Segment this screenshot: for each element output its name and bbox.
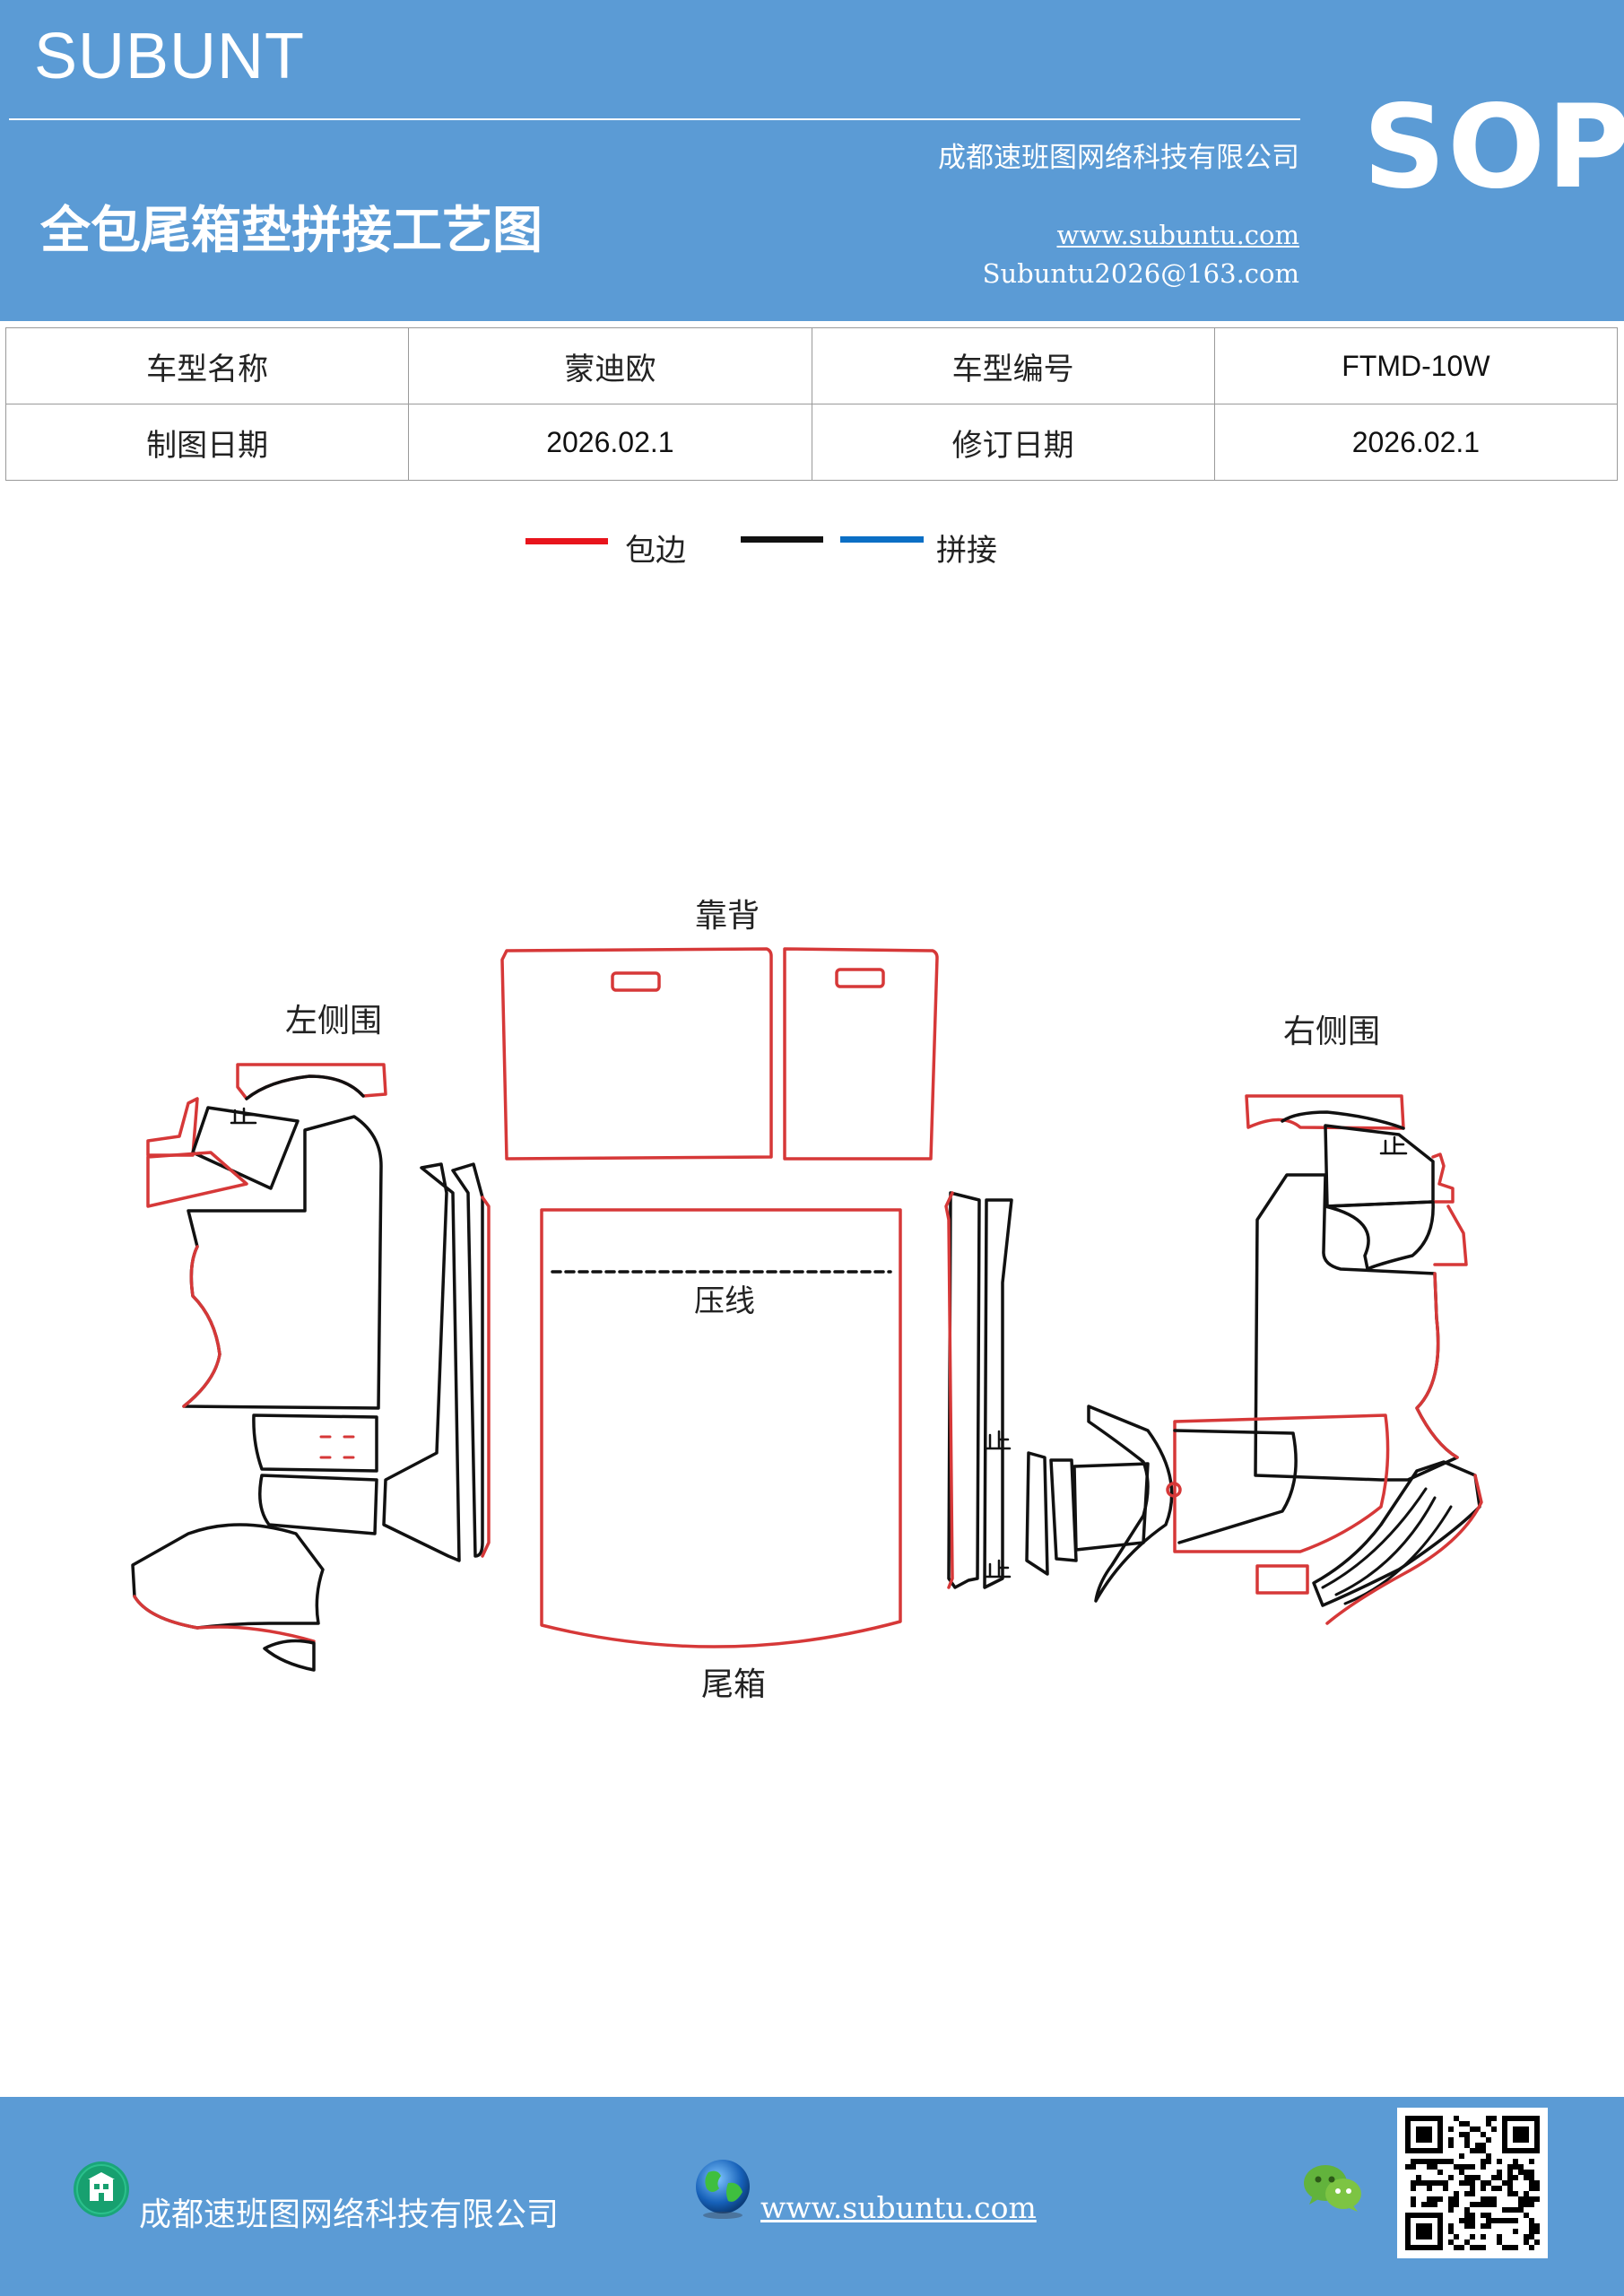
legend-splice-label: 拼接: [936, 533, 997, 569]
trunk-floor-panel: [540, 1208, 902, 1648]
left-side-top-strip-inner: [245, 1074, 365, 1100]
backrest-label: 靠背: [695, 898, 760, 935]
right-side-stripe-edge: [1325, 1474, 1483, 1625]
globe-icon: [696, 2160, 750, 2219]
right-side-top-strip: [1245, 1094, 1405, 1130]
model-code-label: 车型编号: [811, 327, 1215, 404]
left-side-wedge: [191, 1106, 300, 1190]
left-side-bottom-edge: [133, 1595, 316, 1643]
right-side-edge-hook: [1431, 1152, 1455, 1204]
sop-badge: SOP: [1363, 81, 1624, 214]
model-name-label: 车型名称: [4, 327, 410, 404]
vehicle-info-table: 车型名称 蒙迪欧 车型编号 FTMD-10W 制图日期 2026.02.1 修订…: [4, 327, 1619, 481]
stop-mark-right-2: [985, 1430, 1012, 1450]
right-side-hook-edge: [1433, 1205, 1468, 1266]
left-side-long-strip-2: [451, 1162, 484, 1558]
right-side-long-strip: [947, 1191, 981, 1589]
table-row: 制图日期 2026.02.1 修订日期 2026.02.1: [4, 404, 1619, 481]
right-side-loop-piece: [1087, 1405, 1174, 1603]
stop-mark-right-3: [985, 1559, 1012, 1578]
qr-code[interactable]: [1397, 2108, 1548, 2258]
right-side-long-strip-2: [983, 1198, 1013, 1589]
table-row: 车型名称 蒙迪欧 车型编号 FTMD-10W: [4, 327, 1619, 404]
header-banner: SUBUNT 成都速班图网络科技有限公司 全包尾箱垫拼接工艺图 www.subu…: [0, 0, 1624, 321]
legend-splice-line: [840, 536, 924, 543]
website-link[interactable]: www.subuntu.com: [1056, 220, 1299, 250]
draw-date-label: 制图日期: [4, 404, 410, 481]
left-side-bottom-block: [131, 1523, 325, 1630]
right-side-small-cap: [1025, 1451, 1049, 1576]
left-side-lower-strip: [258, 1474, 378, 1535]
document-title: 全包尾箱垫拼接工艺图: [40, 201, 543, 260]
backrest-right-slot: [835, 968, 885, 988]
right-side-bottom-rect: [1255, 1564, 1309, 1595]
stop-mark-right: [1379, 1135, 1408, 1155]
revision-date-value: 2026.02.1: [1213, 404, 1619, 481]
right-side-label: 右侧围: [1283, 1013, 1380, 1050]
left-side-upper-block: [146, 1151, 248, 1208]
model-code-value: FTMD-10W: [1213, 327, 1619, 404]
right-side-mid-block: [1173, 1413, 1390, 1553]
right-side-hole: [1166, 1482, 1182, 1498]
backrest-left-panel: [500, 947, 773, 1161]
left-side-edge-trim: [182, 1245, 221, 1408]
trunk-label: 尾箱: [701, 1666, 766, 1703]
right-side-stripe-lines: [1321, 1487, 1453, 1605]
email-address: Subuntu2026@163.com: [982, 258, 1299, 289]
draw-date-value: 2026.02.1: [408, 404, 812, 481]
wechat-icon[interactable]: [1302, 2161, 1365, 2215]
revision-date-label: 修订日期: [811, 404, 1215, 481]
left-side-mid-block: [252, 1413, 378, 1473]
right-side-long-strip-edge: [944, 1191, 954, 1589]
left-side-corner-piece: [146, 1097, 199, 1157]
header-divider: [9, 118, 1300, 120]
left-side-label: 左侧围: [285, 1003, 382, 1039]
building-icon: [74, 2161, 129, 2217]
stop-mark-left: [230, 1107, 257, 1125]
right-side-wedge: [1324, 1200, 1435, 1271]
right-side-small-block: [1049, 1458, 1078, 1562]
footer-company-name: 成都速班图网络科技有限公司: [139, 2196, 560, 2233]
crease-label: 压线: [694, 1283, 755, 1319]
legend-edge-line: [525, 538, 608, 544]
backrest-left-slot: [611, 971, 661, 992]
right-side-inner-block: [1073, 1462, 1150, 1552]
left-side-long-strip: [382, 1162, 461, 1562]
left-side-foot: [263, 1639, 316, 1672]
right-side-main-edge: [1415, 1272, 1459, 1459]
legend-black-line: [741, 536, 823, 543]
brand-name: SUBUNT: [34, 21, 306, 92]
left-side-top-strip: [236, 1063, 387, 1100]
legend-edge-label: 包边: [625, 533, 686, 569]
right-side-corner-piece: [1324, 1124, 1435, 1208]
backrest-right-panel: [783, 947, 939, 1161]
right-side-mid-inner: [1173, 1429, 1298, 1544]
left-side-dash-1: [319, 1435, 355, 1459]
footer-website-link[interactable]: www.subuntu.com: [760, 2190, 1037, 2225]
right-side-top-curve: [1281, 1110, 1405, 1130]
model-name-value: 蒙迪欧: [408, 327, 812, 404]
company-name: 成都速班图网络科技有限公司: [938, 142, 1299, 174]
left-side-long-strip-edge: [481, 1196, 491, 1558]
